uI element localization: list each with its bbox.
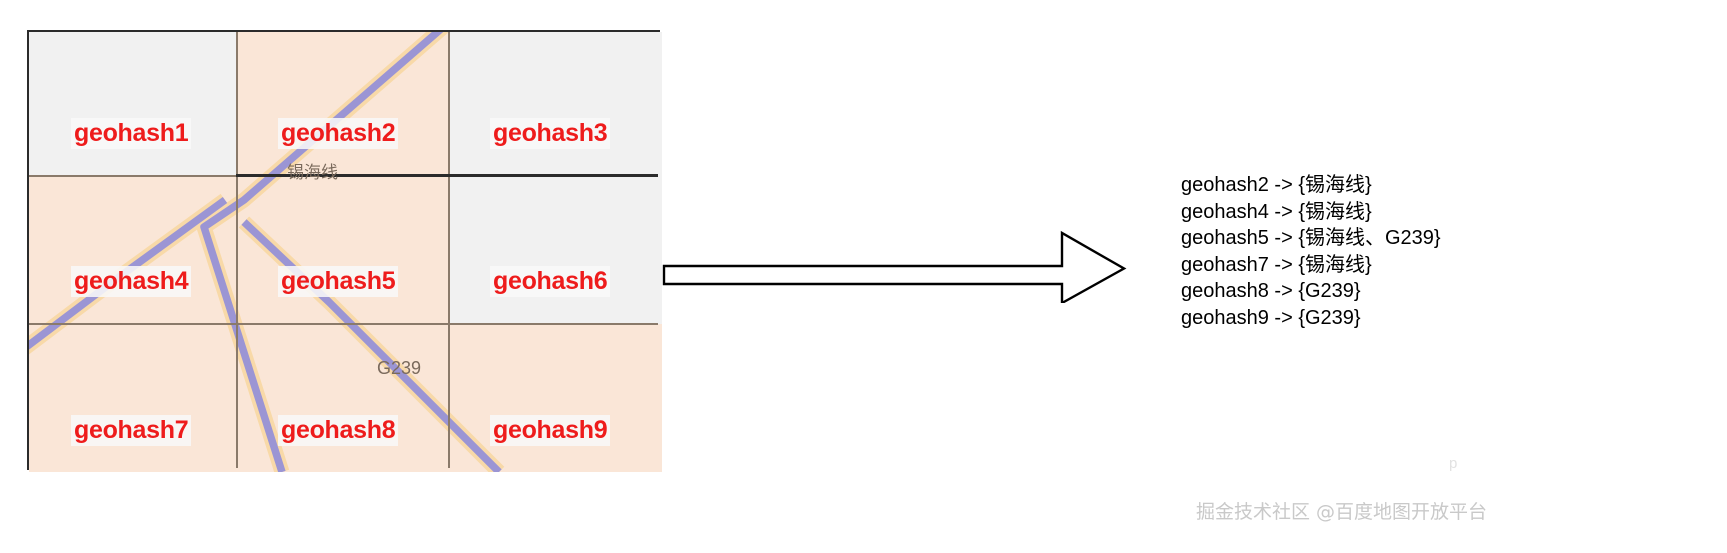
cell-geohash4	[29, 176, 237, 324]
cell-label-geohash3: geohash3	[490, 118, 611, 149]
cell-label-geohash1: geohash1	[71, 118, 192, 149]
arrow-right-icon	[662, 230, 1127, 303]
cell-geohash2	[237, 32, 449, 176]
road-label-xihaixian: 锡海线	[287, 163, 338, 183]
mapping-line: geohash5 -> {锡海线、G239}	[1181, 227, 1441, 249]
cell-label-geohash5: geohash5	[278, 266, 399, 297]
cell-geohash8	[237, 324, 449, 472]
cell-geohash3	[449, 32, 662, 176]
mapping-line: geohash2 -> {锡海线}	[1181, 174, 1372, 196]
watermark-text: 掘金技术社区 @百度地图开放平台	[1196, 501, 1488, 523]
cell-geohash1	[29, 32, 237, 176]
geohash-grid: geohash1 geohash2 geohash3 geohash4 geoh…	[27, 30, 662, 472]
cell-label-geohash7: geohash7	[71, 415, 192, 446]
mapping-line: geohash4 -> {锡海线}	[1181, 200, 1372, 223]
cell-label-geohash2: geohash2	[278, 118, 399, 149]
map-attribution-text: p	[1449, 455, 1458, 472]
geohash-road-mapping-list: geohash2 -> {锡海线} geohash4 -> {锡海线} geoh…	[1181, 172, 1441, 331]
mapping-line: geohash9 -> {G239}	[1181, 306, 1361, 329]
cell-label-geohash9: geohash9	[490, 415, 611, 446]
cell-label-geohash8: geohash8	[278, 415, 399, 446]
road-label-g239: G239	[377, 358, 422, 378]
mapping-line: geohash7 -> {锡海线}	[1181, 253, 1372, 276]
mapping-line: geohash8 -> {G239}	[1181, 280, 1361, 302]
cell-label-geohash6: geohash6	[490, 266, 611, 297]
cell-geohash7	[29, 324, 237, 472]
grid-line-vertical-1	[236, 32, 238, 468]
cell-label-geohash4: geohash4	[71, 266, 192, 297]
cell-geohash6	[449, 176, 662, 324]
grid-line-horizontal-2	[29, 323, 658, 325]
cell-geohash5	[237, 176, 449, 324]
cell-geohash9	[449, 324, 662, 472]
grid-line-vertical-2	[448, 32, 450, 468]
